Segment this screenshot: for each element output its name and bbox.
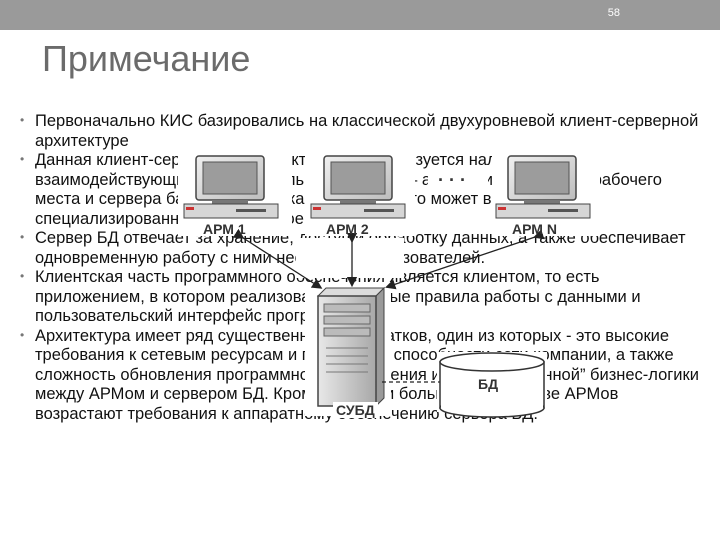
bullet-dot-icon: • — [20, 269, 25, 283]
bullet-item: • Первоначально КИС базировались на класс… — [20, 112, 710, 151]
bullet-text: Сервер БД отвечает за хранение, доступ и… — [35, 229, 686, 267]
bullet-text: Клиентская часть программного обеспечени… — [35, 268, 641, 325]
slide-header-bar: 58 — [0, 0, 720, 30]
bullet-dot-icon: • — [20, 230, 25, 244]
bullet-text: Первоначально КИС базировались на класси… — [35, 112, 699, 150]
bullet-item: • Клиентская часть программного обеспечен… — [20, 268, 710, 327]
bullet-text: Данная клиент-серверная архитектура хара… — [35, 151, 662, 228]
bullet-item: • Данная клиент-серверная архитектура хар… — [20, 151, 710, 229]
slide-title: Примечание — [42, 38, 251, 79]
bullet-item: • Архитектура имеет ряд существенных недо… — [20, 327, 710, 425]
bullet-dot-icon: • — [20, 152, 25, 166]
bullet-text: Архитектура имеет ряд существенных недос… — [35, 326, 699, 423]
bullet-list: • Первоначально КИС базировались на класс… — [20, 112, 710, 424]
bullet-item: • Сервер БД отвечает за хранение, доступ … — [20, 229, 710, 268]
bullet-dot-icon: • — [20, 327, 25, 342]
bullet-dot-icon: • — [20, 113, 25, 127]
slide-number: 58 — [607, 7, 620, 19]
